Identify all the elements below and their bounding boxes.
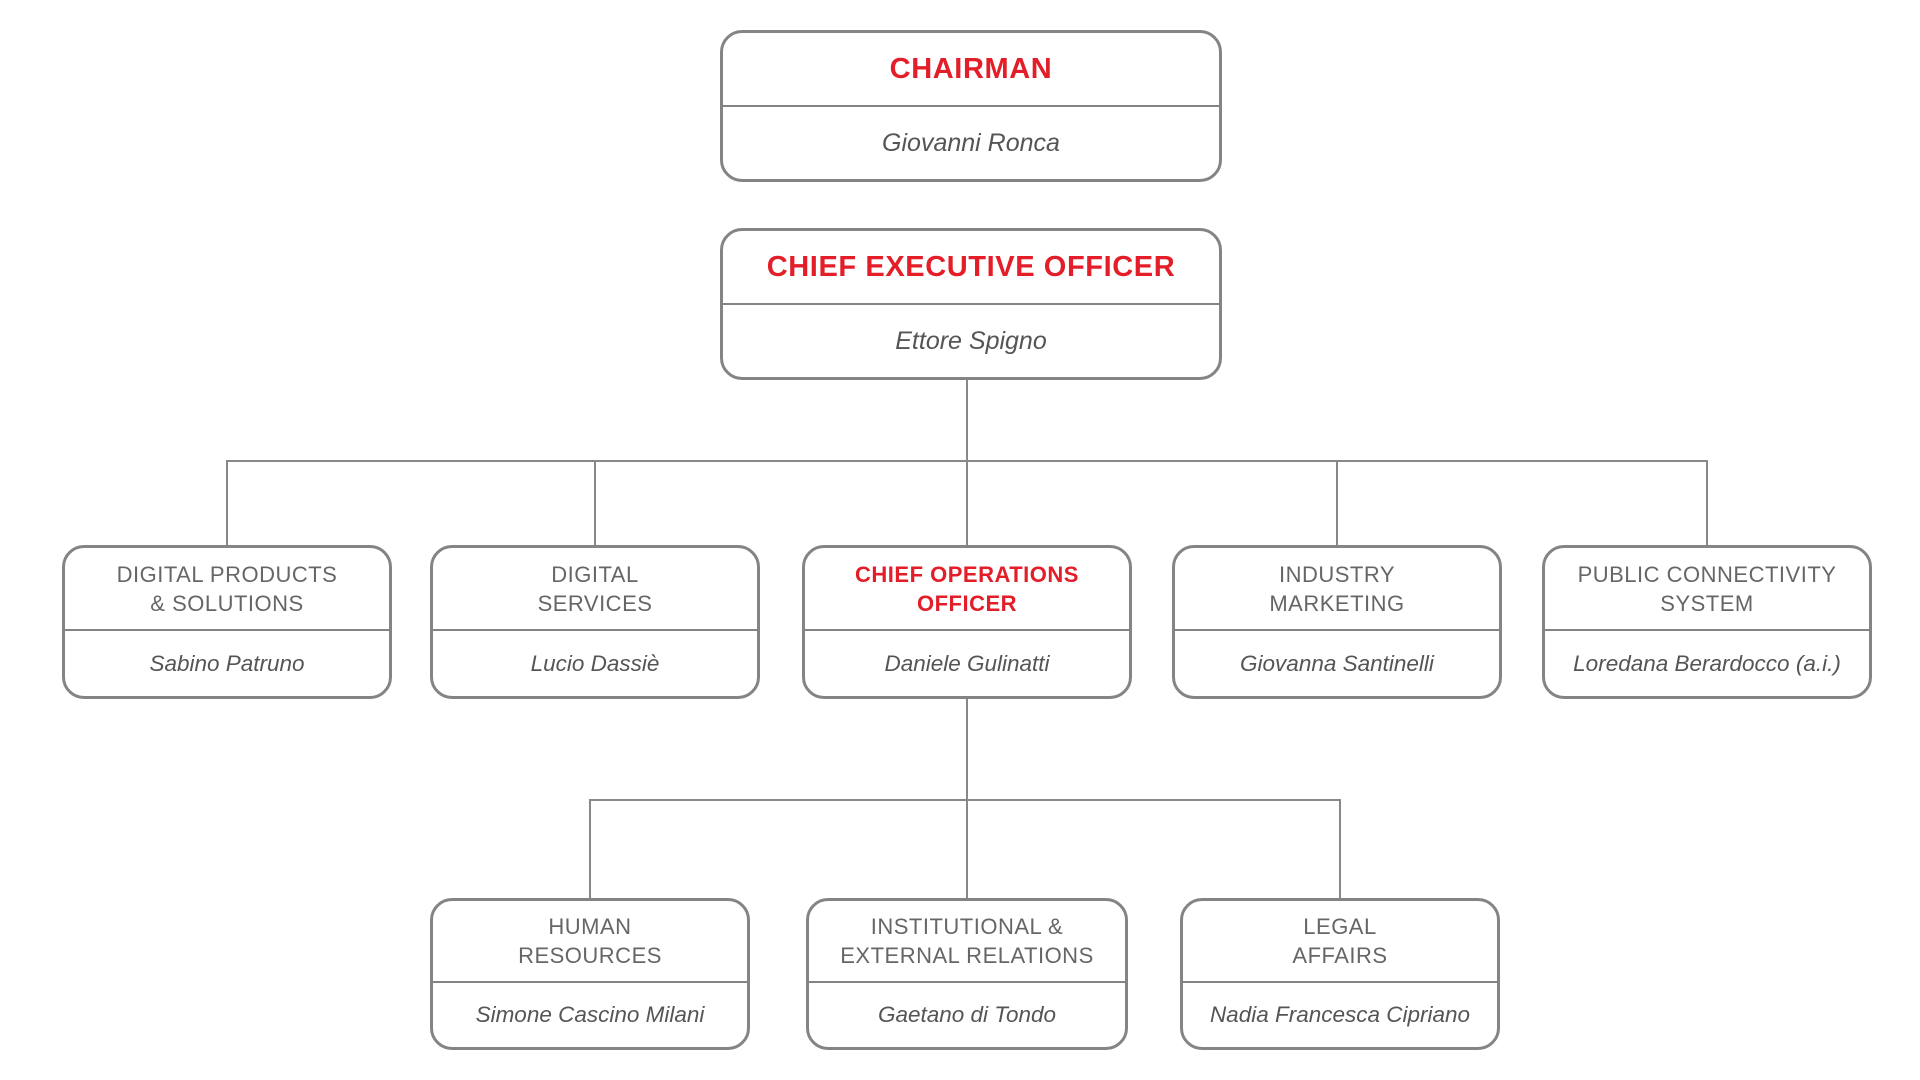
person-name-human-resources: Simone Cascino Milani [433,983,747,1047]
role-title-text: OFFICER [916,590,1018,616]
box-divider [433,629,757,632]
role-title-text: CHIEF OPERATIONS [855,561,1079,587]
role-title-text: MARKETING [1269,590,1405,616]
role-title-industry-marketing: INDUSTRY MARKETING [1175,548,1499,629]
role-title-human-resources: HUMAN RESOURCES [433,901,747,981]
person-name-public-connectivity: Loredana Berardocco (a.i.) [1545,631,1869,696]
role-title-institutional-relations: INSTITUTIONAL & EXTERNAL RELATIONS [809,901,1125,981]
role-title-text: RESOURCES [518,943,662,968]
connector-level4-rail [589,799,1341,801]
role-title-digital-services: DIGITAL SERVICES [433,548,757,629]
role-title-digital-products: DIGITAL PRODUCTS & SOLUTIONS [65,548,389,629]
person-name-text: Loredana Berardocco (a.i.) [1573,650,1841,676]
person-name-digital-products: Sabino Patruno [65,631,389,696]
box-divider [723,303,1219,305]
box-divider [65,629,389,632]
role-title-text: INSTITUTIONAL & [870,913,1064,939]
org-box-chairman: CHAIRMAN Giovanni Ronca [720,30,1222,182]
role-title-text: AFFAIRS [1292,943,1388,968]
connector-drop-legal-affairs [1339,799,1341,898]
box-divider [1175,629,1499,632]
role-title-chairman: CHAIRMAN [723,33,1219,105]
person-name-text: Sabino Patruno [149,650,305,676]
person-name-text: Lucio Dassiè [530,650,660,676]
role-title-text: CHAIRMAN [889,52,1053,85]
org-box-digital-products: DIGITAL PRODUCTS & SOLUTIONS Sabino Patr… [62,545,392,699]
box-divider [723,105,1219,107]
role-title-text: EXTERNAL RELATIONS [840,943,1094,968]
box-divider [805,629,1129,632]
person-name-text: Giovanna Santinelli [1240,650,1434,676]
person-name-text: Giovanni Ronca [882,128,1060,157]
role-title-text: CHIEF EXECUTIVE OFFICER [766,250,1176,283]
connector-drop-public-connectivity [1706,460,1708,545]
person-name-legal-affairs: Nadia Francesca Cipriano [1183,983,1497,1047]
person-name-industry-marketing: Giovanna Santinelli [1175,631,1499,696]
role-title-text: PUBLIC CONNECTIVITY [1577,561,1837,587]
org-box-ceo: CHIEF EXECUTIVE OFFICER Ettore Spigno [720,228,1222,380]
person-name-text: Nadia Francesca Cipriano [1209,1002,1471,1027]
box-divider [1183,981,1497,983]
box-divider [433,981,747,983]
person-name-ceo: Ettore Spigno [723,305,1219,377]
role-title-ceo: CHIEF EXECUTIVE OFFICER [723,231,1219,303]
role-title-text: DIGITAL [551,561,639,587]
role-title-public-connectivity: PUBLIC CONNECTIVITY SYSTEM [1545,548,1869,629]
role-title-text: INDUSTRY [1278,561,1396,587]
person-name-text: Simone Cascino Milani [475,1002,705,1027]
connector-drop-digital-products [226,460,228,545]
person-name-digital-services: Lucio Dassiè [433,631,757,696]
person-name-text: Gaetano di Tondo [877,1002,1057,1027]
person-name-chairman: Giovanni Ronca [723,107,1219,179]
box-divider [1545,629,1869,632]
role-title-text: HUMAN [548,913,632,939]
connector-level3-rail [226,460,1708,462]
org-box-public-connectivity: PUBLIC CONNECTIVITY SYSTEM Loredana Bera… [1542,545,1872,699]
org-box-digital-services: DIGITAL SERVICES Lucio Dassiè [430,545,760,699]
person-name-institutional-relations: Gaetano di Tondo [809,983,1125,1047]
connector-ceo-stem [966,380,968,545]
role-title-text: DIGITAL PRODUCTS [116,561,338,587]
person-name-text: Daniele Gulinatti [884,650,1050,676]
box-divider [809,981,1125,983]
connector-drop-digital-services [594,460,596,545]
person-name-text: Ettore Spigno [895,326,1047,355]
org-box-industry-marketing: INDUSTRY MARKETING Giovanna Santinelli [1172,545,1502,699]
org-box-legal-affairs: LEGAL AFFAIRS Nadia Francesca Cipriano [1180,898,1500,1050]
role-title-legal-affairs: LEGAL AFFAIRS [1183,901,1497,981]
connector-coo-stem [966,699,968,898]
role-title-text: SERVICES [537,590,653,616]
person-name-coo: Daniele Gulinatti [805,631,1129,696]
role-title-text: LEGAL [1303,913,1377,939]
org-box-coo: CHIEF OPERATIONS OFFICER Daniele Gulinat… [802,545,1132,699]
role-title-text: SYSTEM [1660,590,1754,616]
role-title-text: & SOLUTIONS [150,590,304,616]
org-box-institutional-relations: INSTITUTIONAL & EXTERNAL RELATIONS Gaeta… [806,898,1128,1050]
org-box-human-resources: HUMAN RESOURCES Simone Cascino Milani [430,898,750,1050]
connector-drop-industry-marketing [1336,460,1338,545]
connector-drop-human-resources [589,799,591,898]
role-title-coo: CHIEF OPERATIONS OFFICER [805,548,1129,629]
